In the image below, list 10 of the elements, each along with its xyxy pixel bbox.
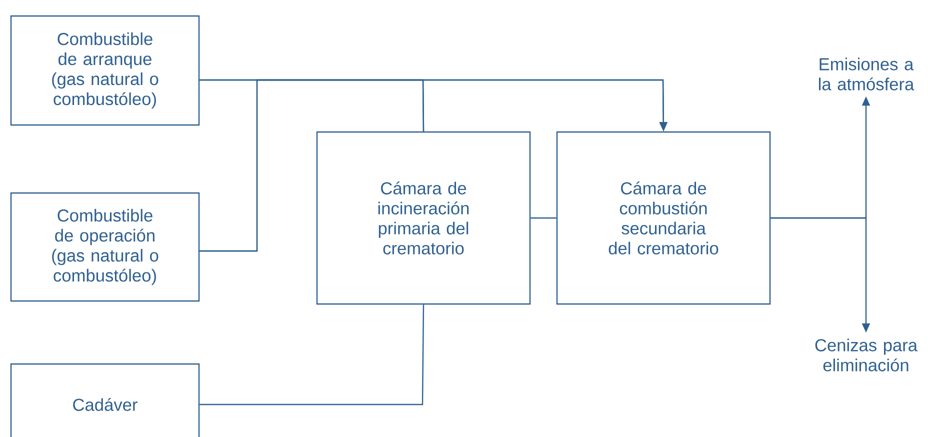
process-box: Cámara de incineración primaria del crematorio: [316, 131, 531, 305]
output-label: Cenizas para eliminación: [815, 338, 918, 372]
output-label: Emisiones a la atmósfera: [819, 58, 914, 90]
process-box: Combustible de operación (gas natural o combustóleo): [10, 192, 200, 302]
connector-line: [200, 304, 424, 406]
connector-line: [530, 217, 556, 219]
process-box: Combustible de arranque (gas natural o combustóleo): [10, 15, 200, 126]
arrow: [200, 79, 668, 252]
process-box: Cadáver: [10, 363, 200, 437]
process-box: Cámara de combustión secundaria del crematorio: [556, 131, 771, 305]
